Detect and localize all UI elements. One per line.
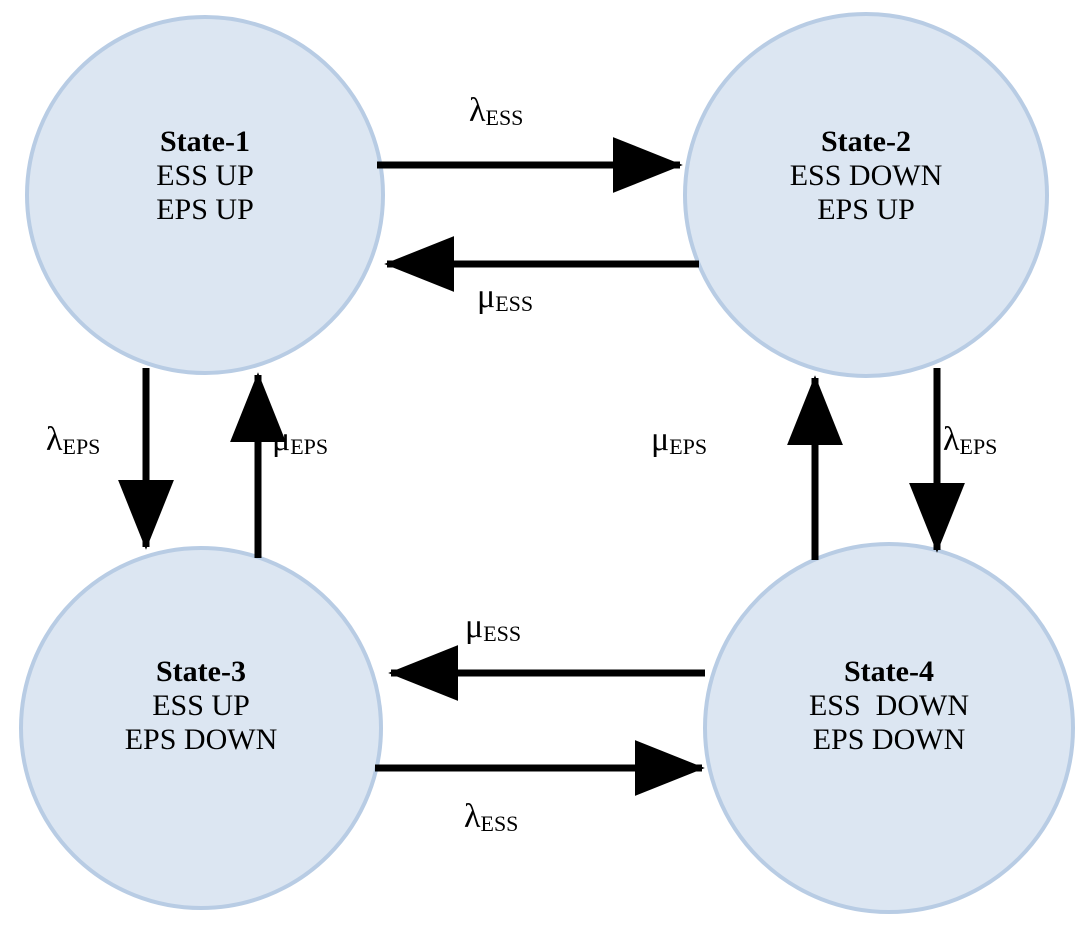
node-circle-state-4 xyxy=(703,542,1075,914)
node-circle-state-2 xyxy=(683,12,1049,378)
node-circle-state-1 xyxy=(25,15,385,375)
node-circle-state-3 xyxy=(19,546,383,910)
